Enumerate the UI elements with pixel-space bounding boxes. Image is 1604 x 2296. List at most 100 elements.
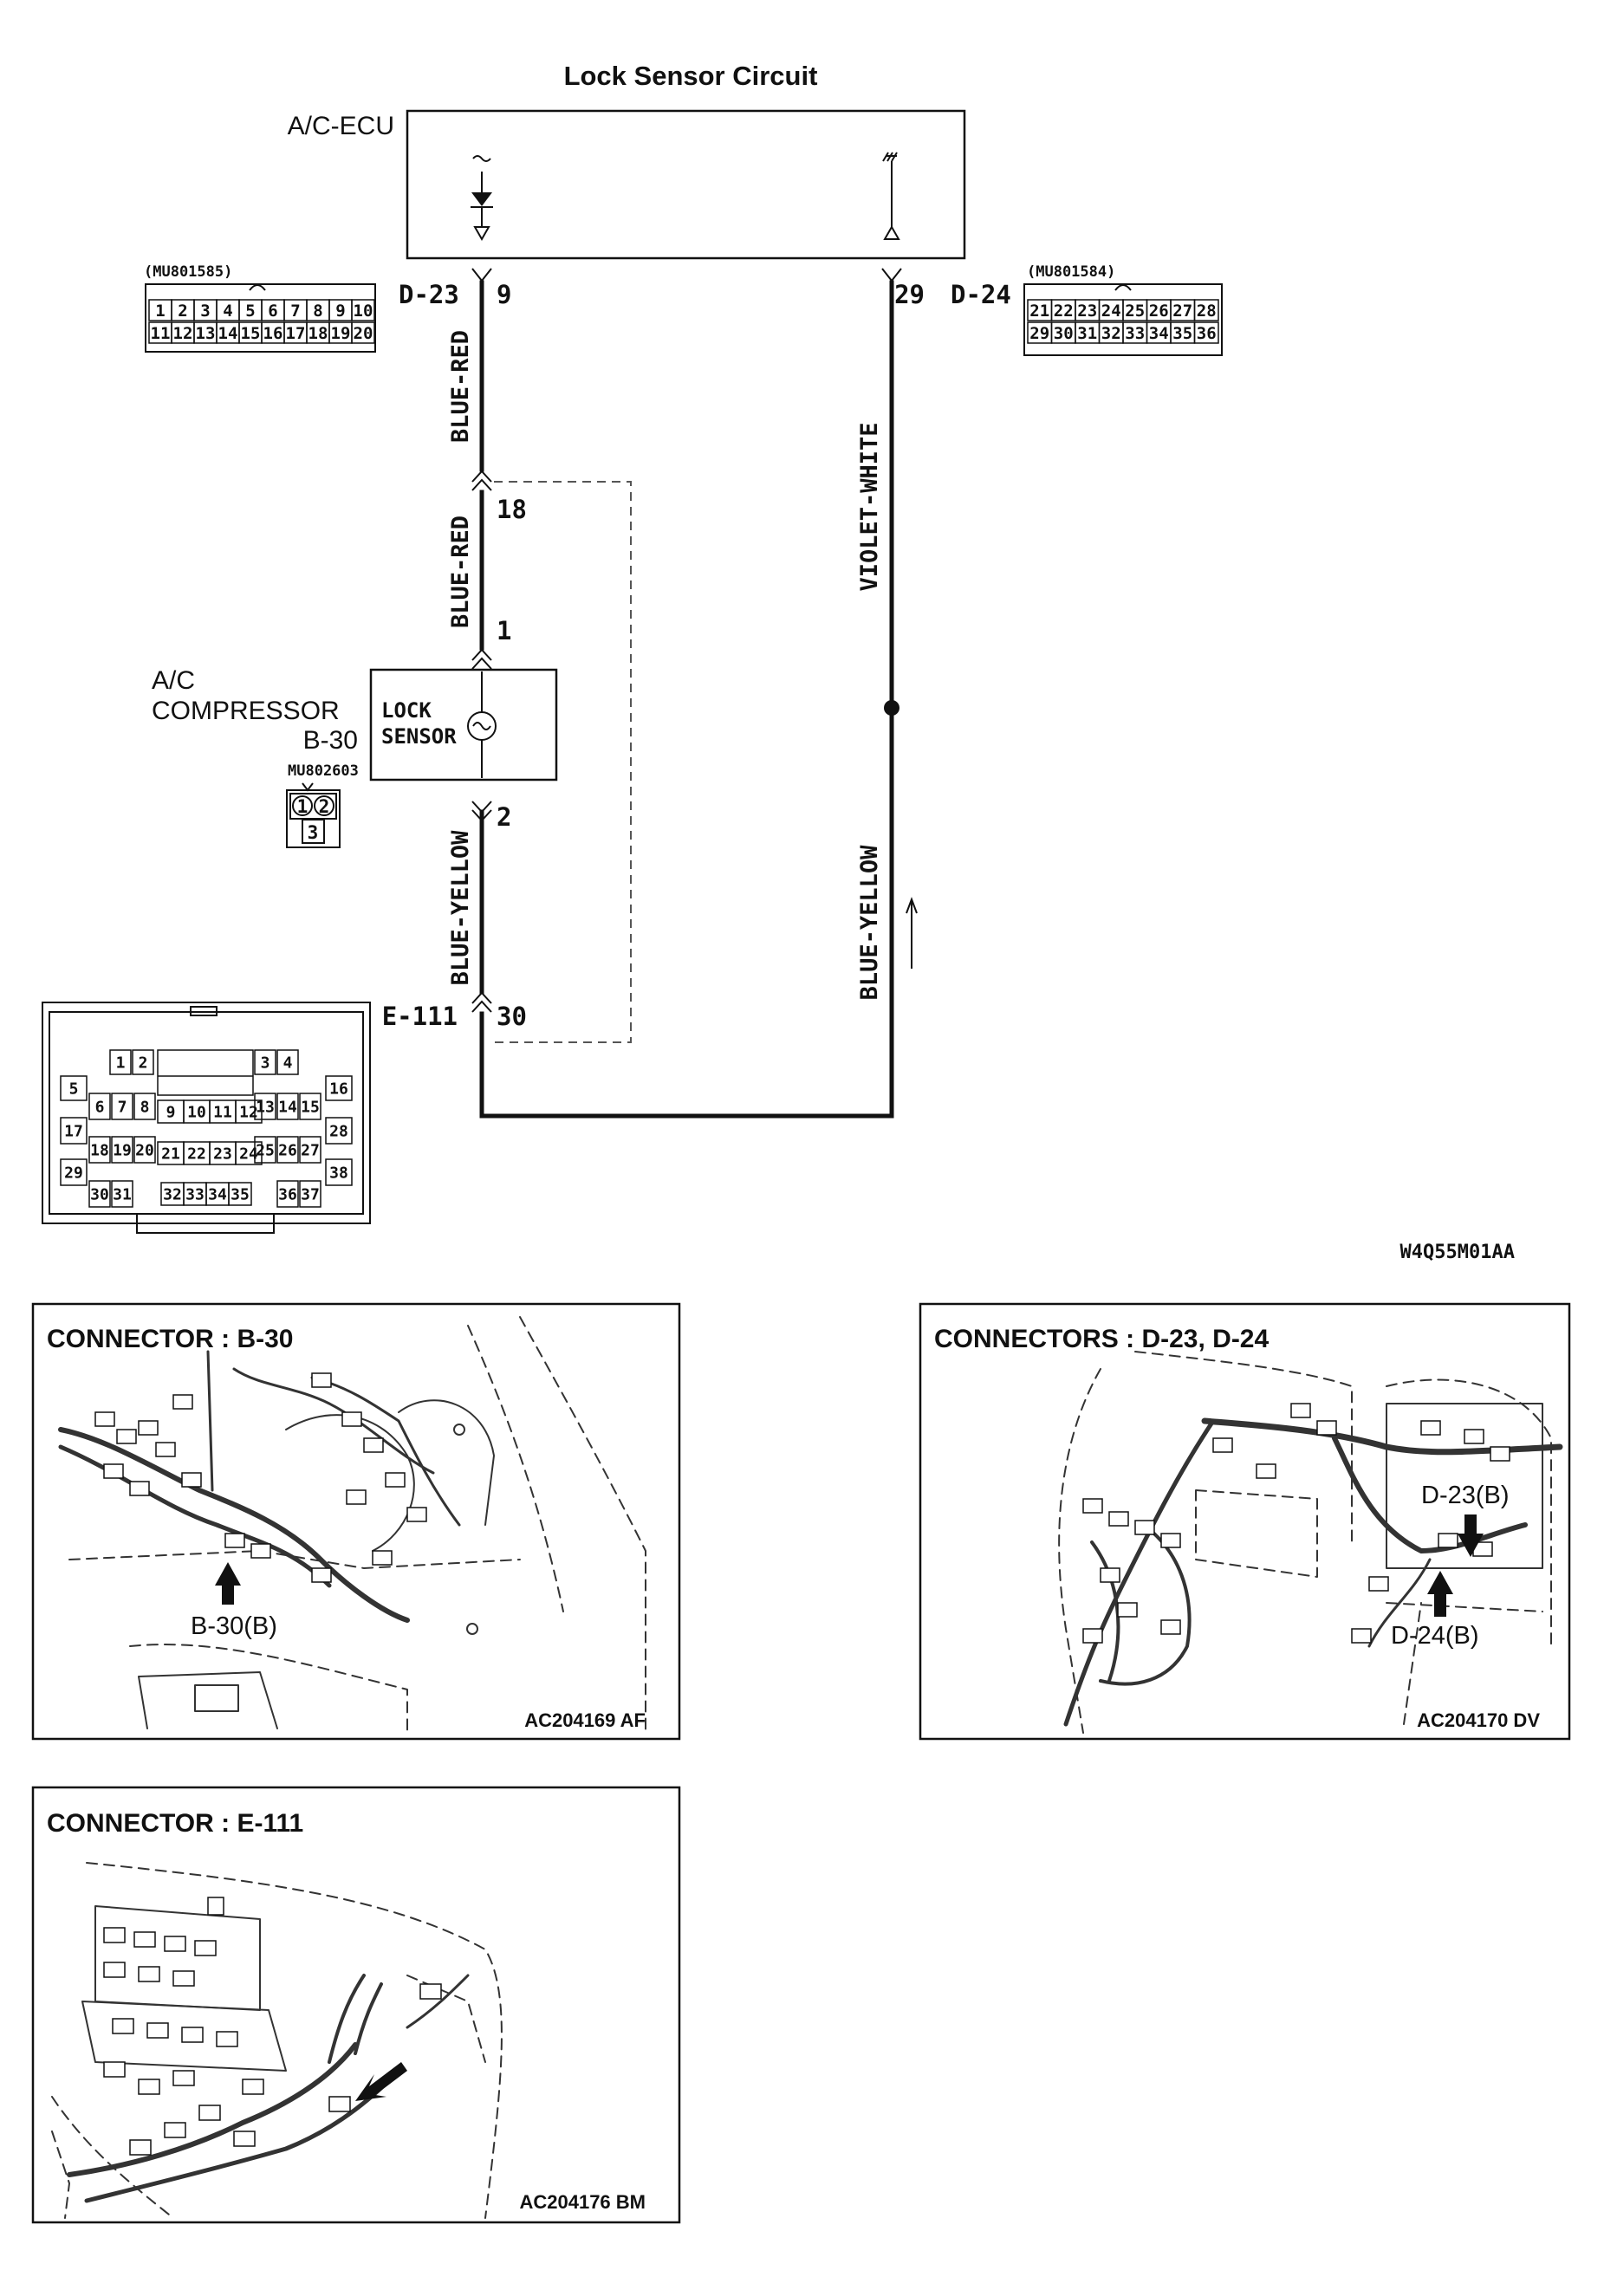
pin-number: 22 [1054,302,1074,321]
pin-number: 25 [256,1141,275,1159]
pin-cell [235,1099,263,1124]
compressor-label-2: COMPRESSOR [152,697,340,725]
pin-number: 18 [308,324,328,343]
dashboard-illustration [1058,1351,1563,1734]
pin-number: 20 [135,1141,154,1159]
pin-number: 8 [140,1098,150,1116]
pin-cell [276,1093,299,1120]
lock-sensor-box [369,668,558,782]
wire-label-left-middle: BLUE-RED [447,516,474,628]
sensor-label-2: SENSOR [381,724,457,749]
pin-number: 1 [116,1054,126,1072]
pin-cell [88,1136,111,1164]
pin-number: 30 [1054,324,1074,343]
terminal-chevrons [471,268,902,1013]
compressor-label-1: A/C [152,666,195,695]
pin-number: 14 [278,1098,297,1116]
b30-name: B-30 [303,726,358,755]
pin-number: 5 [245,302,255,321]
pin-number: 11 [151,324,171,343]
pin-number: 9 [335,302,345,321]
pin-number: 32 [163,1185,182,1203]
pin-number: 31 [113,1185,132,1203]
pin-number: 24 [1101,302,1121,321]
ecu-label: A/C-ECU [288,112,394,140]
pin-number: 36 [278,1185,297,1203]
location-arrow-d24-icon [1427,1571,1453,1617]
e111-pin-lower: 30 [497,1002,527,1031]
pin-number: 27 [1172,302,1192,321]
location-label-d23: D-23(B) [1421,1482,1510,1509]
wire-label-left-lower: BLUE-YELLOW [447,830,474,986]
panel-title: CONNECTORS : D-23, D-24 [934,1325,1269,1353]
connector-location-panel-d23-d24: CONNECTORS : D-23, D-24 D-23(B) [919,1302,1571,1741]
pin-number: 1 [155,302,165,321]
pin-number: 31 [1077,324,1097,343]
b30-part-number: MU802603 [288,762,359,780]
pin-number: 26 [278,1141,297,1159]
pin-number: 19 [331,324,351,343]
pin-number: 2 [139,1054,148,1072]
d23-pin: 9 [497,280,511,309]
pin-number: 27 [301,1141,320,1159]
e111-housing-slot [157,1049,254,1096]
pin-number: 13 [256,1098,275,1116]
pin-number: 35 [1172,324,1192,343]
pin-number: 28 [329,1122,348,1140]
location-label: B-30(B) [191,1612,277,1640]
pin-cell [133,1136,156,1164]
pin-number: 5 [69,1080,79,1098]
pin-cell [109,1049,132,1075]
location-arrow-d23-icon [1458,1514,1484,1557]
pin-number: 37 [301,1185,320,1203]
diagram-code: W4Q55M01AA [1400,1242,1515,1263]
pin-number: 4 [223,302,232,321]
diagram-title: Lock Sensor Circuit [564,61,818,91]
pin-number: 28 [1197,302,1217,321]
pin-number: 38 [329,1164,348,1182]
ecu-input-diode-icon [471,155,493,242]
sensor-pin-in: 1 [497,616,511,645]
pin-number: 17 [286,324,306,343]
engine-bay-illustration [58,1316,646,1734]
d23-connector-body [145,283,376,353]
b30-connector-face: 1 2 3 [286,782,341,848]
sensor-label-1: LOCK [381,698,432,723]
pin-cell [60,1158,88,1186]
pin-number: 36 [1197,324,1217,343]
pin-cell [351,299,375,321]
pin-cell [111,1093,133,1120]
d23-part-number: (MU801585) [144,263,232,281]
pin-number: 21 [161,1145,180,1163]
b30-pin-1: 1 [297,796,308,817]
pin-number: 3 [261,1054,270,1072]
panel-title: CONNECTOR : B-30 [47,1325,293,1353]
pin-cell [235,1141,263,1165]
pin-cell [325,1158,353,1186]
e111-pin-upper: 18 [497,495,527,524]
pin-number: 23 [213,1145,232,1163]
pin-cell [88,1093,111,1120]
d24-name: D-24 [951,280,1011,309]
pin-number: 10 [187,1103,206,1121]
pin-number: 33 [185,1185,205,1203]
pin-number: 26 [1149,302,1169,321]
pin-cell [88,1180,111,1208]
pin-cell [276,1049,299,1075]
circuit-diagram: Lock Sensor Circuit A/C-ECU (MU801585) 1… [42,61,1515,1263]
pin-number: 34 [208,1185,227,1203]
pin-number: 29 [1029,324,1049,343]
pin-number: 7 [118,1098,127,1116]
pin-cell [1193,299,1219,321]
dashboard-underside-illustration [51,1862,503,2219]
pin-number: 29 [64,1164,83,1182]
pin-cell [254,1136,276,1164]
figure-code: AC204170 DV [1417,1709,1540,1731]
pin-number: 9 [166,1103,176,1121]
pin-cell [299,1093,321,1120]
